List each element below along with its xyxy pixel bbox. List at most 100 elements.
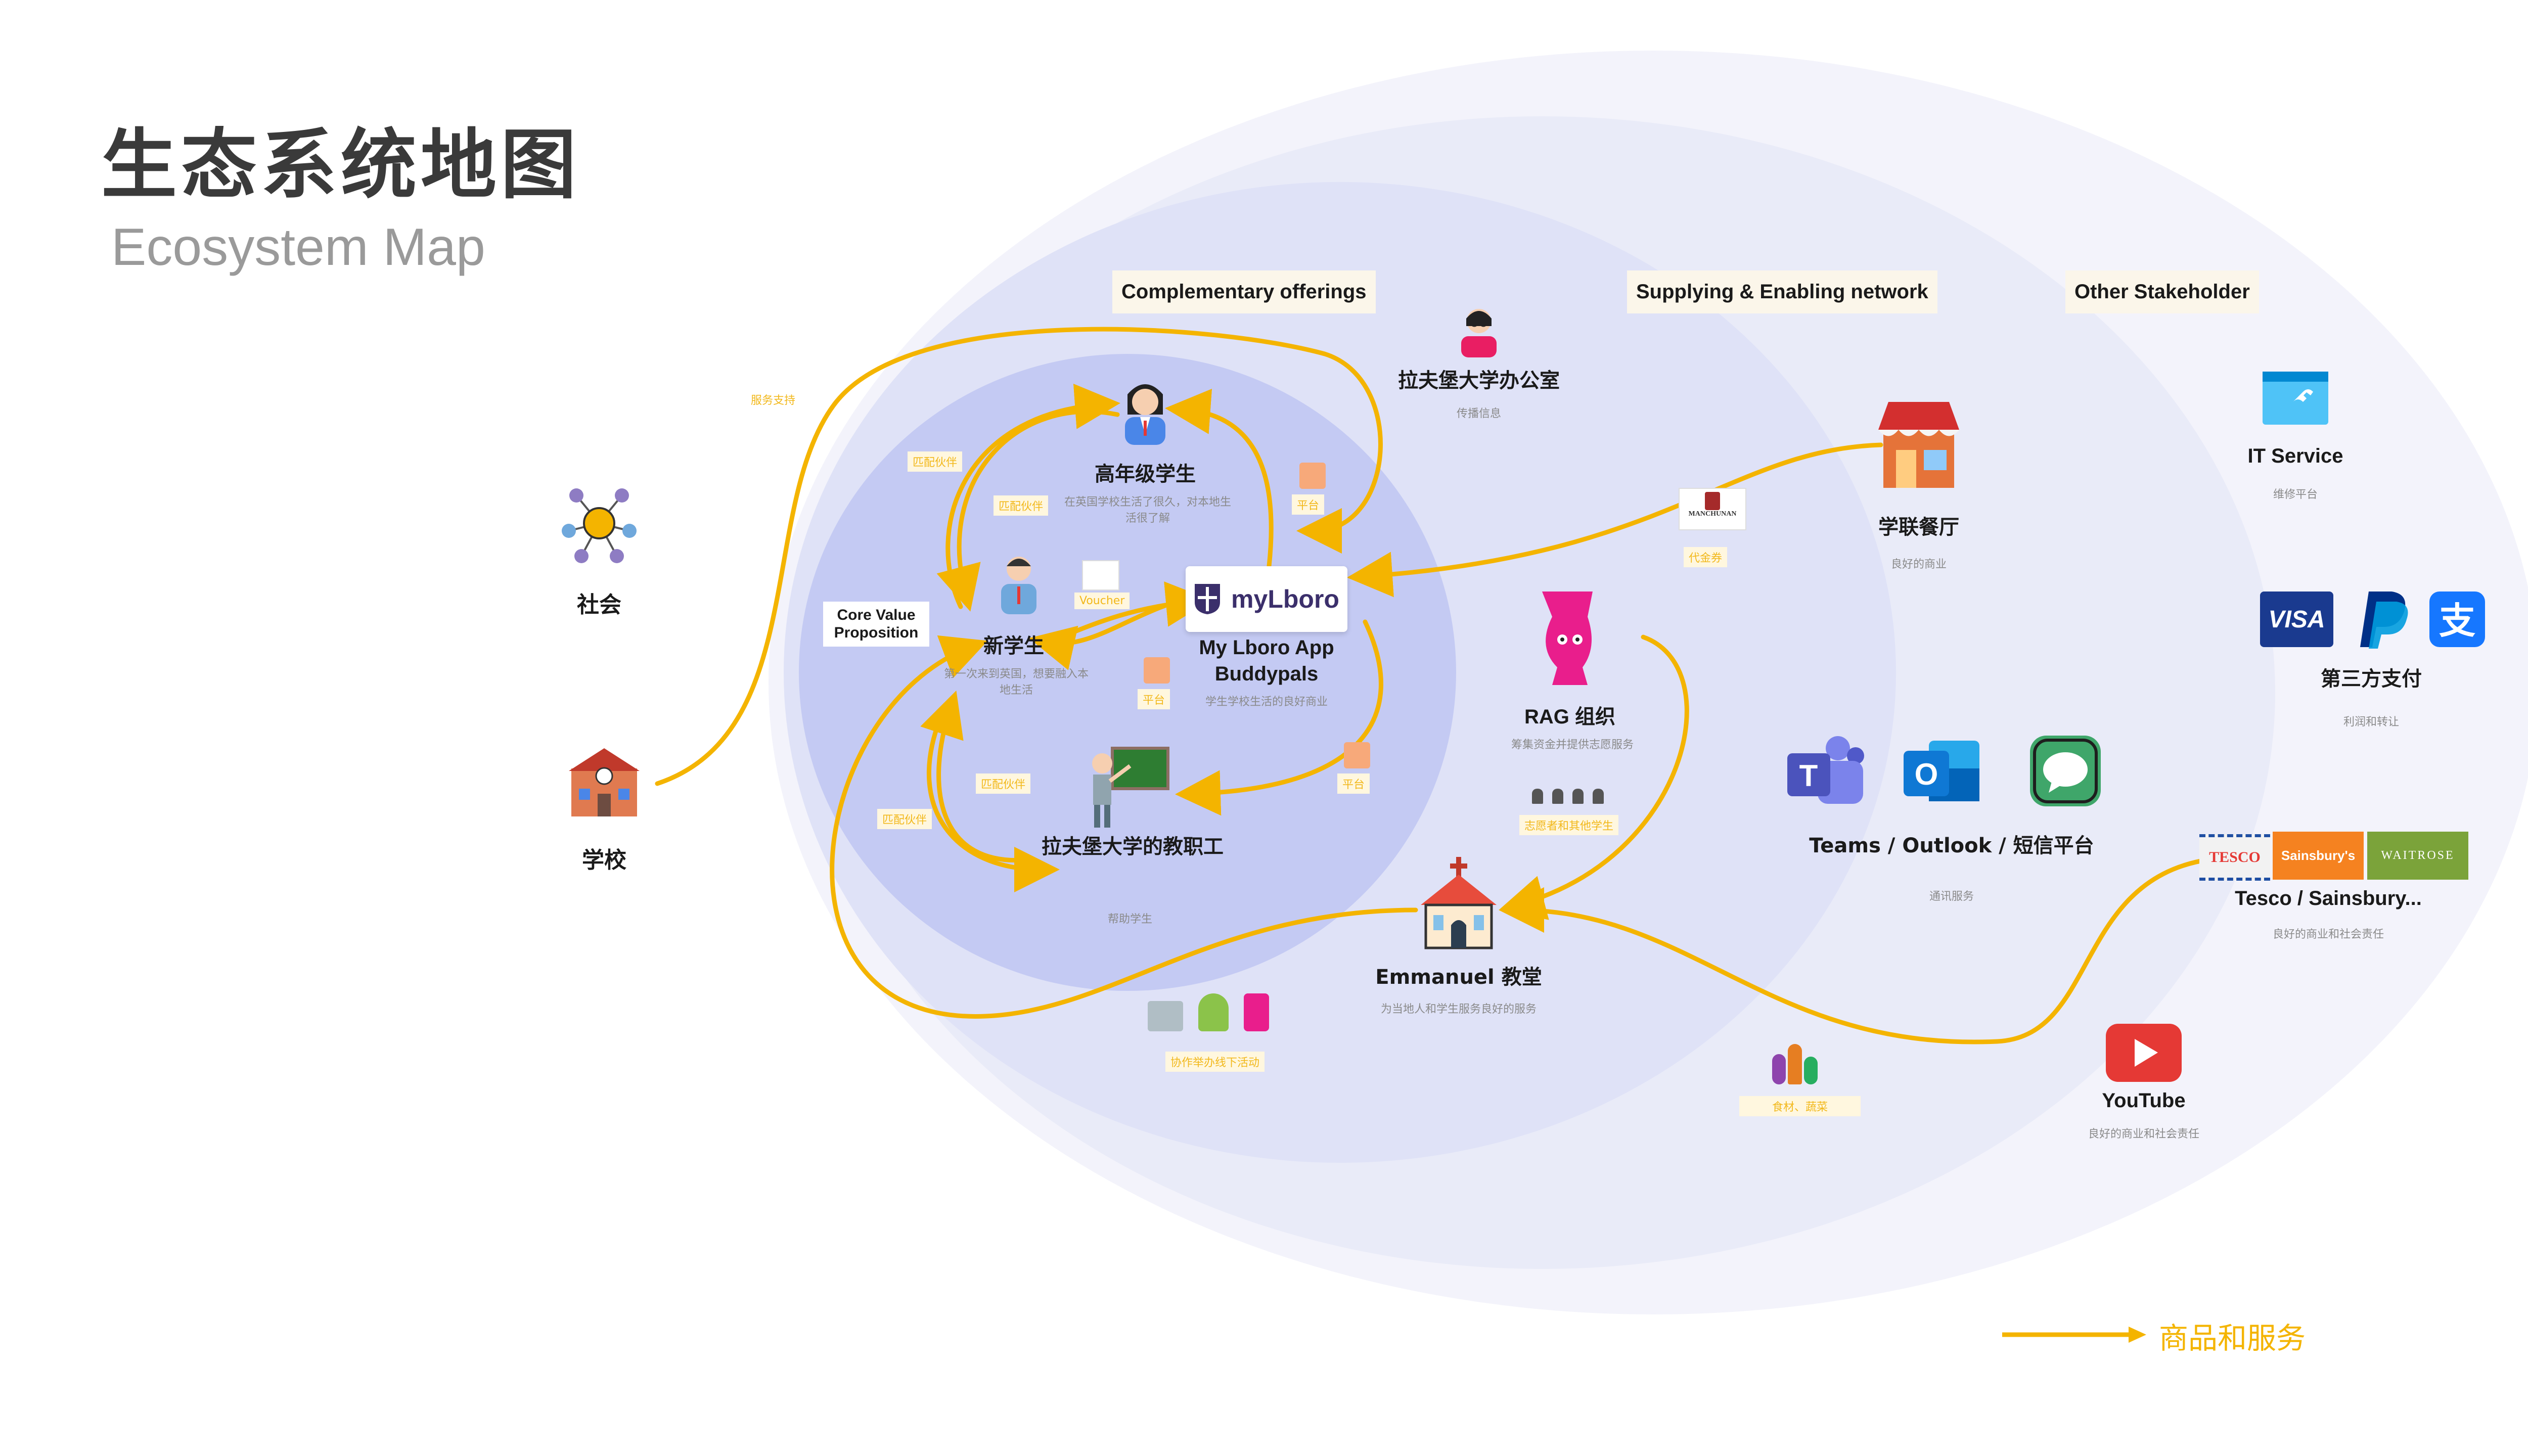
tag-food: 食材、蔬菜 <box>1739 1096 1861 1116</box>
arrow-new-to-staff <box>926 715 1060 892</box>
it-service-desc: 维修平台 <box>2273 488 2318 501</box>
header-supplying: Supplying & Enabling network <box>1627 270 1937 313</box>
header-complementary: Complementary offerings <box>1112 270 1376 313</box>
manchunan-logo: MANCHUNAN <box>1679 488 1746 530</box>
arrow-church-to-new <box>830 635 1418 1019</box>
arrow-staff-to-new <box>920 690 1034 863</box>
tag-match-partner-4: 匹配伙伴 <box>877 809 932 829</box>
rag-mini-icon <box>1244 993 1269 1031</box>
mylboro-logo-text: myLboro <box>1231 585 1339 613</box>
tag-service-support: 服务支持 <box>751 394 796 407</box>
tag-offline: 协作举办线下活动 <box>1165 1052 1265 1072</box>
manchunan-text: MANCHUNAN <box>1688 510 1737 518</box>
youtube-icon <box>2103 1021 2184 1084</box>
school-icon <box>566 743 642 819</box>
legend-label: 商品和服务 <box>2159 1321 2306 1355</box>
arrow-app-to-staff <box>1175 619 1383 816</box>
it-service-label: IT Service <box>2247 445 2343 467</box>
society-icon <box>559 480 640 566</box>
rag-label: RAG 组织 <box>1524 706 1615 728</box>
food-icon <box>1772 1041 1818 1084</box>
alipay-icon: 支 <box>2427 589 2488 650</box>
header-other: Other Stakeholder <box>2065 270 2259 313</box>
volunteers-icon <box>1532 789 1613 806</box>
tag-coupon: 代金券 <box>1684 547 1728 567</box>
office-icon <box>1456 303 1502 359</box>
comms-label: Teams / Outlook / 短信平台 <box>1809 834 2094 857</box>
restaurant-icon <box>1876 394 1962 490</box>
visa-text: VISA <box>2268 606 2325 633</box>
manchunan-emblem-icon <box>1705 492 1720 510</box>
senior-student-desc: 在英国学校生活了很久，对本地生活很了解 <box>1064 496 1231 525</box>
platform-icon-2 <box>1144 657 1170 684</box>
senior-student-icon <box>1117 374 1173 445</box>
outlook-icon: O <box>1901 733 1982 809</box>
church-icon <box>1411 854 1507 950</box>
tesco-logo: TESCO <box>2199 834 2270 881</box>
restaurant-mini-icon <box>1148 1001 1183 1031</box>
arrow-supermarket-to-church <box>1499 857 2212 1044</box>
mylboro-desc: 学生学校生活的良好商业 <box>1205 696 1328 708</box>
vegetables-mini-icon <box>1198 993 1229 1031</box>
youtube-desc: 良好的商业和社会责任 <box>2088 1128 2199 1141</box>
youtube-label: YouTube <box>2102 1089 2186 1112</box>
tag-platform-2: 平台 <box>1138 689 1170 709</box>
platform-icon-3 <box>1344 742 1370 768</box>
tag-voucher: Voucher <box>1074 593 1130 609</box>
restaurant-label: 学联餐厅 <box>1878 516 1959 539</box>
legend-arrow <box>2002 1327 2146 1343</box>
church-label: Emmanuel 教堂 <box>1375 966 1542 989</box>
svg-text:支: 支 <box>2439 600 2475 642</box>
staff-icon <box>1082 743 1173 829</box>
school-label: 学校 <box>582 847 626 873</box>
core-value-proposition: Core Value Proposition <box>823 602 929 647</box>
sainsburys-logo: Sainsbury's <box>2273 832 2364 880</box>
teams-icon: T <box>1785 733 1866 809</box>
tag-platform-3: 平台 <box>1337 774 1370 794</box>
voucher-icon <box>1082 560 1119 590</box>
it-service-icon <box>2260 369 2331 427</box>
platform-icon-1 <box>1299 463 1326 489</box>
senior-student-label: 高年级学生 <box>1095 463 1196 486</box>
tag-platform-1: 平台 <box>1292 494 1325 515</box>
visa-logo: VISA <box>2260 592 2333 647</box>
tag-match-partner-1: 匹配伙伴 <box>908 451 963 472</box>
tag-match-partner-2: 匹配伙伴 <box>994 495 1049 516</box>
restaurant-desc: 良好的商业 <box>1890 558 1947 571</box>
church-desc: 为当地人和学生服务良好的服务 <box>1380 1003 1537 1016</box>
arrow-new-to-app <box>1059 581 1211 640</box>
arrow-app-to-senior <box>1165 389 1274 569</box>
society-label: 社会 <box>577 592 621 618</box>
offline-activities-icons <box>1148 991 1289 1031</box>
arrow-rag-to-church <box>1499 634 1689 920</box>
arrow-school-to-senior <box>655 327 1383 786</box>
mylboro-shield-icon <box>1195 584 1221 614</box>
mylboro-label: My Lboro App Buddypals <box>1199 636 1334 685</box>
waitrose-text: WAITROSE <box>2381 849 2455 862</box>
tag-volunteers: 志愿者和其他学生 <box>1519 815 1619 835</box>
payment-desc: 利润和转让 <box>2343 716 2399 729</box>
tesco-text: TESCO <box>2209 849 2261 866</box>
new-student-label: 新学生 <box>983 634 1044 658</box>
tag-match-partner-3: 匹配伙伴 <box>976 774 1031 794</box>
waitrose-logo: WAITROSE <box>2367 832 2468 880</box>
staff-label: 拉夫堡大学的教职工 <box>1042 835 1224 858</box>
comms-desc: 通讯服务 <box>1929 890 1974 903</box>
page-title: 生态系统地图 <box>101 121 581 209</box>
rag-desc: 筹集资金并提供志愿服务 <box>1511 739 1634 751</box>
arrow-loop-senior-new-2 <box>936 409 1120 612</box>
supermarkets-label: Tesco / Sainsbury... <box>2235 887 2422 909</box>
svg-text:T: T <box>1799 759 1818 793</box>
staff-desc: 帮助学生 <box>1107 913 1152 926</box>
mylboro-logo: myLboro <box>1186 566 1347 632</box>
page-subtitle: Ecosystem Map <box>111 218 485 277</box>
arrow-restaurant-to-app <box>1347 442 1883 598</box>
paypal-icon <box>2356 589 2412 650</box>
sms-icon <box>2027 733 2103 809</box>
payment-label: 第三方支付 <box>2321 667 2422 691</box>
supermarkets-desc: 良好的商业和社会责任 <box>2272 928 2384 941</box>
office-desc: 传播信息 <box>1456 407 1501 420</box>
office-label: 拉夫堡大学办公室 <box>1398 369 1560 392</box>
